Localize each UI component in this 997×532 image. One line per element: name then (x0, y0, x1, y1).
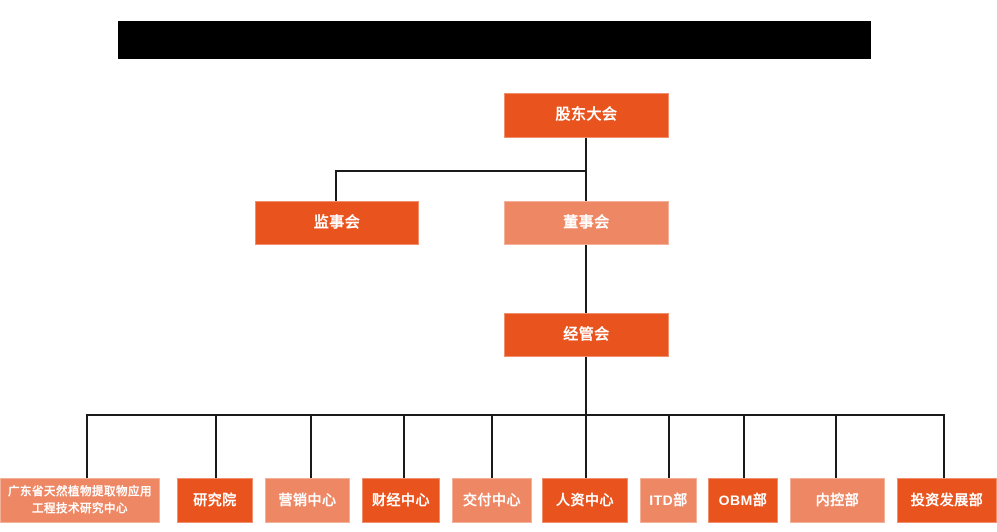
connector-shareholders-down (585, 138, 587, 171)
node-shareholders-meeting[interactable]: 股东大会 (504, 93, 669, 138)
drop-line-internal-control-dept (835, 414, 837, 478)
node-itd-dept[interactable]: ITD部 (640, 478, 697, 523)
drop-line-itd-dept (668, 414, 670, 478)
drop-line-finance-center (403, 414, 405, 478)
connector-directors-to-management (585, 245, 587, 313)
drop-line-obm-dept (743, 414, 745, 478)
connector-departments-bus (86, 414, 945, 416)
node-delivery-center[interactable]: 交付中心 (452, 478, 532, 523)
node-management-committee[interactable]: 经管会 (504, 313, 669, 357)
connector-directors-drop (585, 170, 587, 201)
node-obm-dept[interactable]: OBM部 (708, 478, 778, 523)
drop-line-delivery-center (491, 414, 493, 478)
node-research-institute[interactable]: 研究院 (177, 478, 253, 523)
drop-line-research-institute (215, 414, 217, 478)
node-internal-control-dept[interactable]: 内控部 (790, 478, 885, 523)
node-gd-natural-plant-extract-center[interactable]: 广东省天然植物提取物应用工程技术研究中心 (0, 478, 160, 523)
drop-line-gd-center (86, 414, 88, 478)
connector-management-down (585, 357, 587, 415)
node-marketing-center[interactable]: 营销中心 (265, 478, 350, 523)
node-finance-center[interactable]: 财经中心 (362, 478, 440, 523)
connector-level2-bus (335, 170, 587, 172)
redacted-title-banner (118, 21, 871, 59)
drop-line-investment-dev-dept (943, 414, 945, 478)
node-hr-center[interactable]: 人资中心 (542, 478, 628, 523)
node-investment-development-dept[interactable]: 投资发展部 (897, 478, 997, 523)
connector-supervisors-drop (335, 170, 337, 201)
node-board-of-directors[interactable]: 董事会 (504, 201, 669, 245)
drop-line-marketing-center (310, 414, 312, 478)
node-board-of-supervisors[interactable]: 监事会 (255, 201, 419, 245)
drop-line-hr-center (585, 414, 587, 478)
